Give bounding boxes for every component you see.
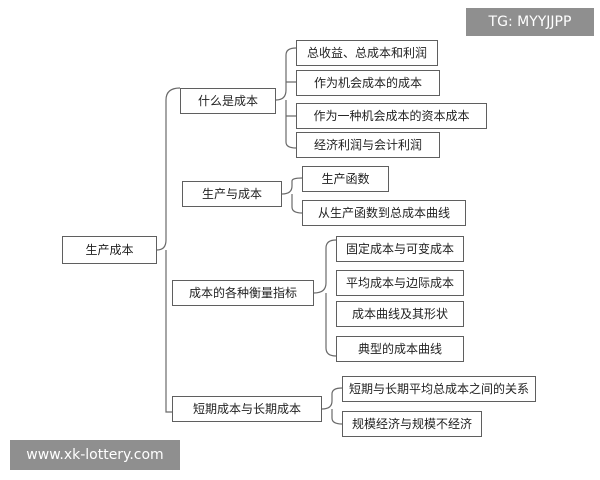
- branch-4-connector: [321, 387, 343, 425]
- root-connector: [156, 87, 181, 413]
- child-node-total-revenue-cost-profit[interactable]: 总收益、总成本和利润: [296, 40, 438, 66]
- child-node-production-function-label: 生产函数: [321, 172, 370, 186]
- child-node-cost-as-opportunity-cost-label: 作为机会成本的成本: [313, 76, 422, 90]
- child-node-total-revenue-cost-profit-label: 总收益、总成本和利润: [306, 46, 427, 60]
- child-node-typical-cost-curve-label: 典型的成本曲线: [357, 342, 442, 356]
- branch-node-cost-measures-label: 成本的各种衡量指标: [188, 286, 297, 300]
- child-node-cost-curves-shape[interactable]: 成本曲线及其形状: [336, 301, 464, 327]
- branch-1-connector: [275, 47, 297, 149]
- branch-node-cost-measures[interactable]: 成本的各种衡量指标: [172, 280, 314, 306]
- branch-3-connector: [313, 239, 337, 357]
- child-node-average-marginal-cost[interactable]: 平均成本与边际成本: [336, 270, 464, 296]
- branch-2-connector: [281, 177, 303, 214]
- telegram-badge: TG: MYYJJPP: [466, 8, 594, 36]
- branch-node-production-and-cost[interactable]: 生产与成本: [182, 181, 282, 207]
- website-badge: www.xk-lottery.com: [10, 440, 180, 470]
- child-node-economic-accounting-profit-label: 经济利润与会计利润: [313, 138, 422, 152]
- child-node-short-long-atc-relationship-label: 短期与长期平均总成本之间的关系: [348, 382, 529, 396]
- branch-node-what-is-cost-label: 什么是成本: [197, 94, 258, 108]
- root-node[interactable]: 生产成本: [62, 236, 157, 264]
- child-node-fixed-variable-cost-label: 固定成本与可变成本: [345, 242, 454, 256]
- child-node-economies-diseconomies-scale-label: 规模经济与规模不经济: [351, 417, 472, 431]
- telegram-badge-label: TG: MYYJJPP: [488, 14, 572, 30]
- root-node-label: 生产成本: [85, 243, 134, 257]
- branch-node-short-long-run-cost[interactable]: 短期成本与长期成本: [172, 396, 322, 422]
- website-badge-label: www.xk-lottery.com: [26, 447, 164, 463]
- child-node-capital-cost-label: 作为一种机会成本的资本成本: [313, 109, 470, 123]
- child-node-production-to-total-cost-curve-label: 从生产函数到总成本曲线: [317, 206, 450, 220]
- child-node-fixed-variable-cost[interactable]: 固定成本与可变成本: [336, 236, 464, 262]
- child-node-capital-cost[interactable]: 作为一种机会成本的资本成本: [296, 103, 487, 129]
- child-node-average-marginal-cost-label: 平均成本与边际成本: [345, 276, 454, 290]
- branch-node-production-and-cost-label: 生产与成本: [201, 187, 262, 201]
- child-node-production-function[interactable]: 生产函数: [302, 166, 389, 192]
- child-node-cost-curves-shape-label: 成本曲线及其形状: [351, 307, 448, 321]
- child-node-economic-accounting-profit[interactable]: 经济利润与会计利润: [296, 132, 440, 158]
- child-node-typical-cost-curve[interactable]: 典型的成本曲线: [336, 336, 464, 362]
- child-node-short-long-atc-relationship[interactable]: 短期与长期平均总成本之间的关系: [342, 376, 536, 402]
- branch-node-short-long-run-cost-label: 短期成本与长期成本: [192, 402, 301, 416]
- child-node-production-to-total-cost-curve[interactable]: 从生产函数到总成本曲线: [302, 200, 466, 226]
- branch-node-what-is-cost[interactable]: 什么是成本: [180, 88, 276, 114]
- child-node-cost-as-opportunity-cost[interactable]: 作为机会成本的成本: [296, 70, 440, 96]
- child-node-economies-diseconomies-scale[interactable]: 规模经济与规模不经济: [342, 411, 482, 437]
